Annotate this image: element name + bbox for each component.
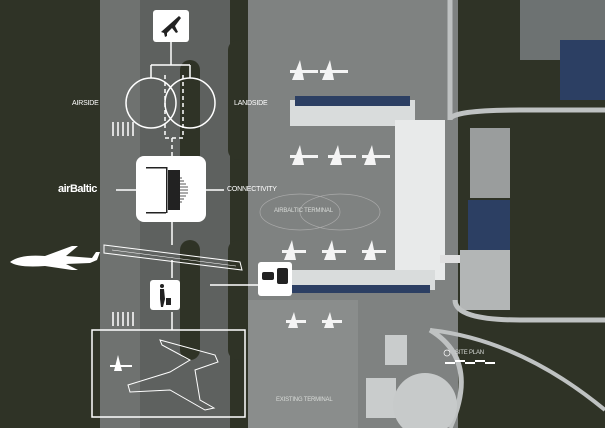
- airbaltic-logo: airBaltic: [58, 183, 97, 195]
- existing-terminal-frame: [91, 329, 246, 418]
- existing-terminal-sketch: [127, 339, 219, 411]
- passenger-icon-box: [150, 280, 180, 310]
- grass-strip: [180, 240, 200, 360]
- runway: [100, 0, 140, 428]
- parking-building: [460, 250, 510, 310]
- existing-terminal-building: [385, 335, 407, 365]
- landside-label: LANDSIDE: [234, 100, 268, 107]
- existing-terminal-building: [366, 378, 396, 418]
- parked-aircraft: [282, 60, 390, 328]
- airside-label: AIRSIDE: [72, 100, 99, 107]
- terminal-sketch: [103, 244, 243, 271]
- aircraft-silhouette: [10, 246, 100, 270]
- terminal-main: [395, 120, 445, 280]
- parking-building: [470, 128, 510, 198]
- parking-building: [468, 200, 510, 250]
- connectivity-label: CONNECTIVITY: [227, 186, 277, 193]
- scale-bar: [445, 360, 495, 364]
- apron-lower: [248, 300, 358, 428]
- airplane-icon: [161, 16, 181, 37]
- north-arrow-icon: [443, 349, 451, 357]
- grass-strip: [228, 40, 248, 160]
- airbaltic-terminal-label: AIRBALTIC TERMINAL: [274, 208, 333, 214]
- grass-strip: [180, 60, 200, 170]
- site-plan-label: SITE PLAN: [455, 350, 484, 356]
- existing-terminal-label: EXISTING TERMINAL: [276, 397, 333, 403]
